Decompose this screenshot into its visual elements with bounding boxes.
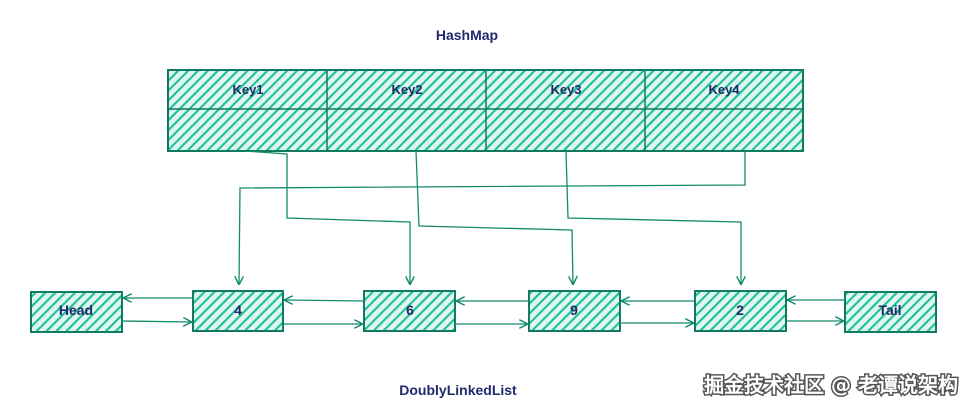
- list-node-6: 6: [406, 302, 414, 318]
- key3-pointer: [565, 150, 741, 284]
- linked-list-links: [121, 298, 845, 324]
- list-node-head: Head: [59, 302, 93, 318]
- list-node-tail: Tail: [878, 302, 901, 318]
- hashmap-key-1: Key1: [232, 82, 263, 97]
- list-node-4: 4: [234, 302, 242, 318]
- list-node-box: [192, 290, 284, 332]
- prev-link: [285, 300, 365, 301]
- list-node-2: 2: [736, 302, 744, 318]
- key2-pointer: [415, 150, 573, 284]
- hashmap-key-3: Key3: [550, 82, 581, 97]
- hashmap-key-2: Key2: [391, 82, 422, 97]
- watermark: 掘金技术社区 @ 老谭说架构: [704, 373, 958, 397]
- next-link: [121, 321, 191, 322]
- linked-list-nodes: Head 4 6 9 2 Tail: [30, 290, 937, 333]
- list-node-box: [694, 290, 787, 332]
- hashmap-title: HashMap: [436, 27, 498, 43]
- linked-list-label: DoublyLinkedList: [399, 382, 517, 398]
- list-node-box: [528, 290, 621, 332]
- list-node-9: 9: [570, 302, 578, 318]
- key4-pointer: [239, 151, 746, 284]
- list-node-box: [363, 290, 456, 332]
- hashmap-table: Key1 Key2 Key3 Key4: [167, 69, 804, 152]
- key1-pointer: [244, 150, 410, 284]
- list-node-box: [844, 291, 937, 333]
- hash-pointers: [239, 150, 746, 284]
- list-node-box: [30, 291, 123, 333]
- hashmap-key-4: Key4: [708, 82, 740, 97]
